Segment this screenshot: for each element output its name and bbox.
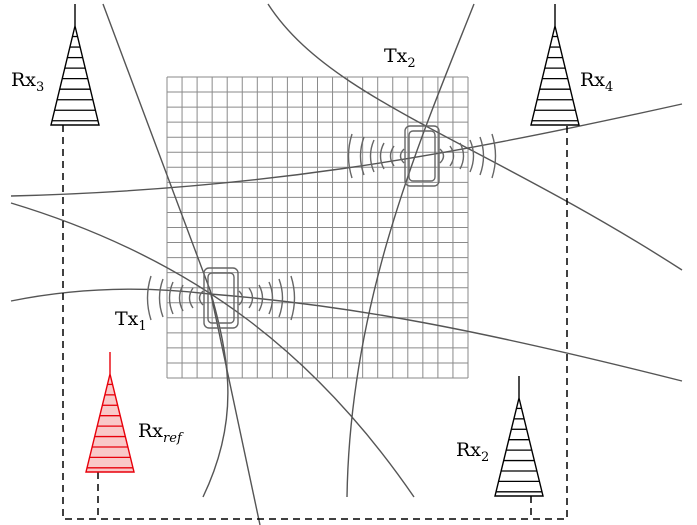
tdoa-curves bbox=[10, 3, 683, 525]
tx-signal-arc bbox=[188, 287, 194, 309]
tx-outer-frame bbox=[404, 125, 440, 187]
transmitter-tx2-icon bbox=[347, 125, 497, 187]
reference-receiver-icon bbox=[85, 352, 135, 473]
tx-signal-arc bbox=[238, 290, 244, 306]
tx-outer-frame bbox=[203, 267, 239, 329]
curve-2 bbox=[267, 3, 683, 271]
tx-signal-arc bbox=[248, 287, 254, 309]
tx-inner-frame bbox=[408, 130, 436, 182]
curve-3 bbox=[346, 3, 475, 498]
tx-signal-arc bbox=[146, 275, 152, 321]
tx-signal-arc bbox=[439, 148, 445, 164]
label-rx2: Rx2 bbox=[456, 439, 489, 465]
tx-signal-arc bbox=[469, 139, 475, 173]
receiver-rx4-icon bbox=[530, 4, 580, 126]
tx-signal-arc bbox=[399, 148, 405, 164]
label-rxref: Rxref bbox=[138, 420, 184, 446]
tx-signal-arc bbox=[369, 139, 375, 173]
curve-4 bbox=[10, 103, 683, 197]
tx-signal-arc bbox=[347, 133, 353, 179]
tx-signal-arc bbox=[168, 281, 174, 315]
tx-signal-arc bbox=[389, 145, 395, 167]
label-rx3: Rx3 bbox=[11, 69, 44, 95]
connection-wires bbox=[62, 125, 568, 520]
tx-signal-arc bbox=[479, 136, 485, 176]
tx-signal-arc bbox=[449, 145, 455, 167]
tx-inner-frame bbox=[207, 272, 235, 324]
antenna-body bbox=[50, 25, 100, 126]
search-grid bbox=[166, 76, 469, 379]
tx-signal-arc bbox=[278, 278, 284, 318]
tx-signal-arc bbox=[198, 290, 204, 306]
tx-signal-arc bbox=[258, 284, 264, 312]
antenna-body bbox=[494, 397, 544, 497]
tx-signal-arc bbox=[158, 278, 164, 318]
tx-signal-arc bbox=[379, 142, 385, 170]
tx-signal-arc bbox=[459, 142, 465, 170]
tx-signal-arc bbox=[359, 136, 365, 176]
label-rx4: Rx4 bbox=[580, 69, 613, 95]
curve-6 bbox=[10, 288, 683, 382]
receiver-rx2-icon bbox=[494, 376, 544, 497]
receiver-rx3-icon bbox=[50, 4, 100, 126]
antenna-body bbox=[530, 25, 580, 126]
tx-signal-arc bbox=[491, 133, 497, 179]
transmitter-tx1-icon bbox=[146, 267, 296, 329]
tx-signal-arc bbox=[178, 284, 184, 312]
label-tx1: Tx1 bbox=[115, 308, 147, 334]
tx-signal-arc bbox=[290, 275, 296, 321]
curve-5 bbox=[10, 202, 415, 498]
wire-rx3 bbox=[62, 125, 568, 520]
label-tx2: Tx2 bbox=[384, 45, 416, 71]
curve-7 bbox=[202, 289, 229, 498]
tx-signal-arc bbox=[268, 281, 274, 315]
